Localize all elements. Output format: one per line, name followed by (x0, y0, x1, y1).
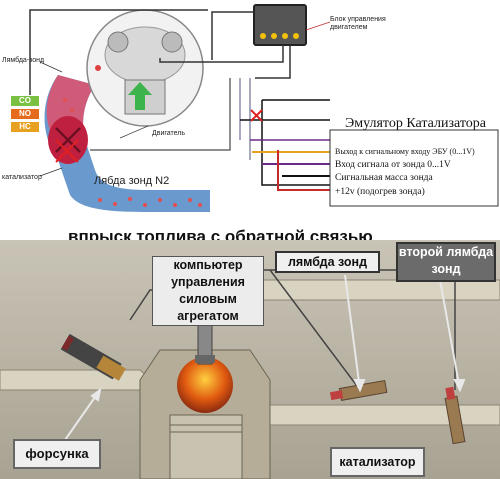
gas-badge-hc: HC (10, 121, 40, 133)
lambda-probe-label: Лямбда-зонд (2, 57, 45, 64)
callout-catalyst: катализатор (330, 447, 425, 477)
emulator-box (329, 129, 499, 207)
emulator-line-3: Сигнальная масса зонда (335, 173, 433, 183)
injector (60, 333, 126, 381)
callout-computer: компьютер управления силовым агрегатом (152, 256, 264, 326)
gas-badge-co: CO (10, 95, 40, 107)
combustion-flame (177, 357, 233, 413)
lambda-sensor-2 (444, 386, 466, 445)
emulator-line-2: Вход сигнала от зонда 0...1V (335, 160, 451, 170)
callout-lambda: лямбда зонд (275, 251, 380, 273)
piston (169, 414, 243, 479)
top-schematic (29, 4, 499, 212)
control-unit-label: Блок управления двигателем (330, 16, 386, 32)
callout-second-lambda: второй лямбда зонд (396, 242, 496, 282)
engine-label: Двигатель (152, 130, 186, 137)
emulator-line-1: Выход к сигнальному входу ЭБУ (0...1V) (335, 147, 475, 156)
gas-badge-no: NO (10, 108, 40, 120)
exhaust-pipe (44, 75, 210, 212)
emulator-line-4: +12v (подогрев зонда) (335, 187, 425, 197)
emulator-title: Эмулятор Катализатора (345, 116, 486, 131)
piston-arrow-icon (128, 82, 152, 110)
exhaust-particles (60, 98, 202, 207)
control-unit (253, 4, 307, 46)
catalyst-label: катализатор (2, 174, 42, 181)
lambda-probe-2-label: Лябда зонд N2 (94, 175, 170, 187)
callout-injector: форсунка (13, 439, 101, 469)
